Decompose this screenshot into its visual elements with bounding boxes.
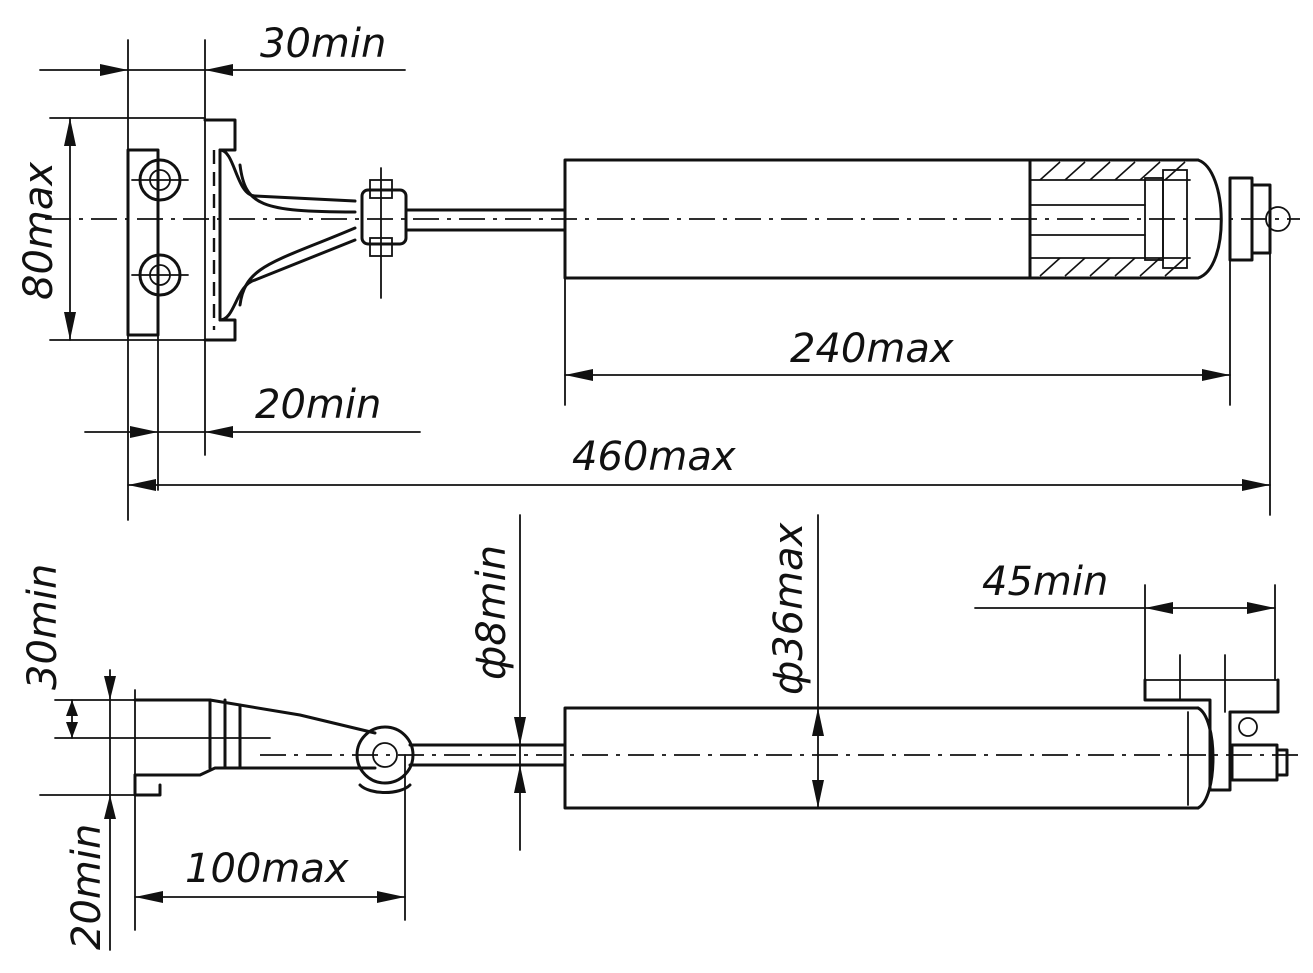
- side-dimensions: 30min 20min 100max ф8min: [20, 514, 1276, 951]
- side-bracket: [133, 689, 415, 931]
- dim-top-flange-gap: 30min: [39, 21, 406, 76]
- dim-top-min-offset-label: 20min: [255, 382, 381, 428]
- dim-overall-length: 460max: [127, 252, 1271, 516]
- dim-bracket-length-label: 100max: [185, 846, 349, 892]
- dim-overall-length-label: 460max: [572, 434, 736, 480]
- dim-top-flange-gap-label: 30min: [260, 21, 386, 67]
- dim-body-diameter: ф36max: [766, 514, 824, 809]
- top-body-hatching: [1039, 161, 1186, 277]
- dim-top-flange-height: 80max: [16, 117, 206, 341]
- dim-rod-diameter: ф8min: [469, 514, 526, 851]
- top-fork-bracket: [218, 148, 408, 322]
- side-cylinder-body: [563, 706, 1215, 810]
- dim-end-fitting: 45min: [974, 559, 1276, 681]
- side-end-fitting: [1143, 654, 1289, 792]
- top-piston-rod: [404, 208, 567, 232]
- dim-end-fitting-label: 45min: [982, 559, 1108, 605]
- dim-side-height-bottom-label: 20min: [64, 824, 110, 950]
- top-view: [45, 39, 1300, 521]
- top-dimensions: 30min 80max 20min 240max: [16, 21, 1271, 516]
- dim-rod-diameter-label: ф8min: [469, 545, 515, 680]
- top-mounting-plate: [126, 39, 237, 521]
- dim-side-height-top-label: 30min: [20, 564, 66, 690]
- dim-side-height-bottom: 20min: [39, 669, 136, 951]
- dim-top-min-offset: 20min: [84, 382, 421, 438]
- dim-top-flange-height-label: 80max: [16, 162, 62, 300]
- dim-body-length-label: 240max: [790, 326, 954, 372]
- dim-bracket-length: 100max: [134, 846, 406, 903]
- dim-side-height-top: 30min: [20, 564, 271, 739]
- dim-body-diameter-label: ф36max: [766, 522, 812, 695]
- dim-body-length: 240max: [564, 259, 1231, 406]
- side-piston-rod: [408, 743, 567, 767]
- side-view: [133, 654, 1300, 931]
